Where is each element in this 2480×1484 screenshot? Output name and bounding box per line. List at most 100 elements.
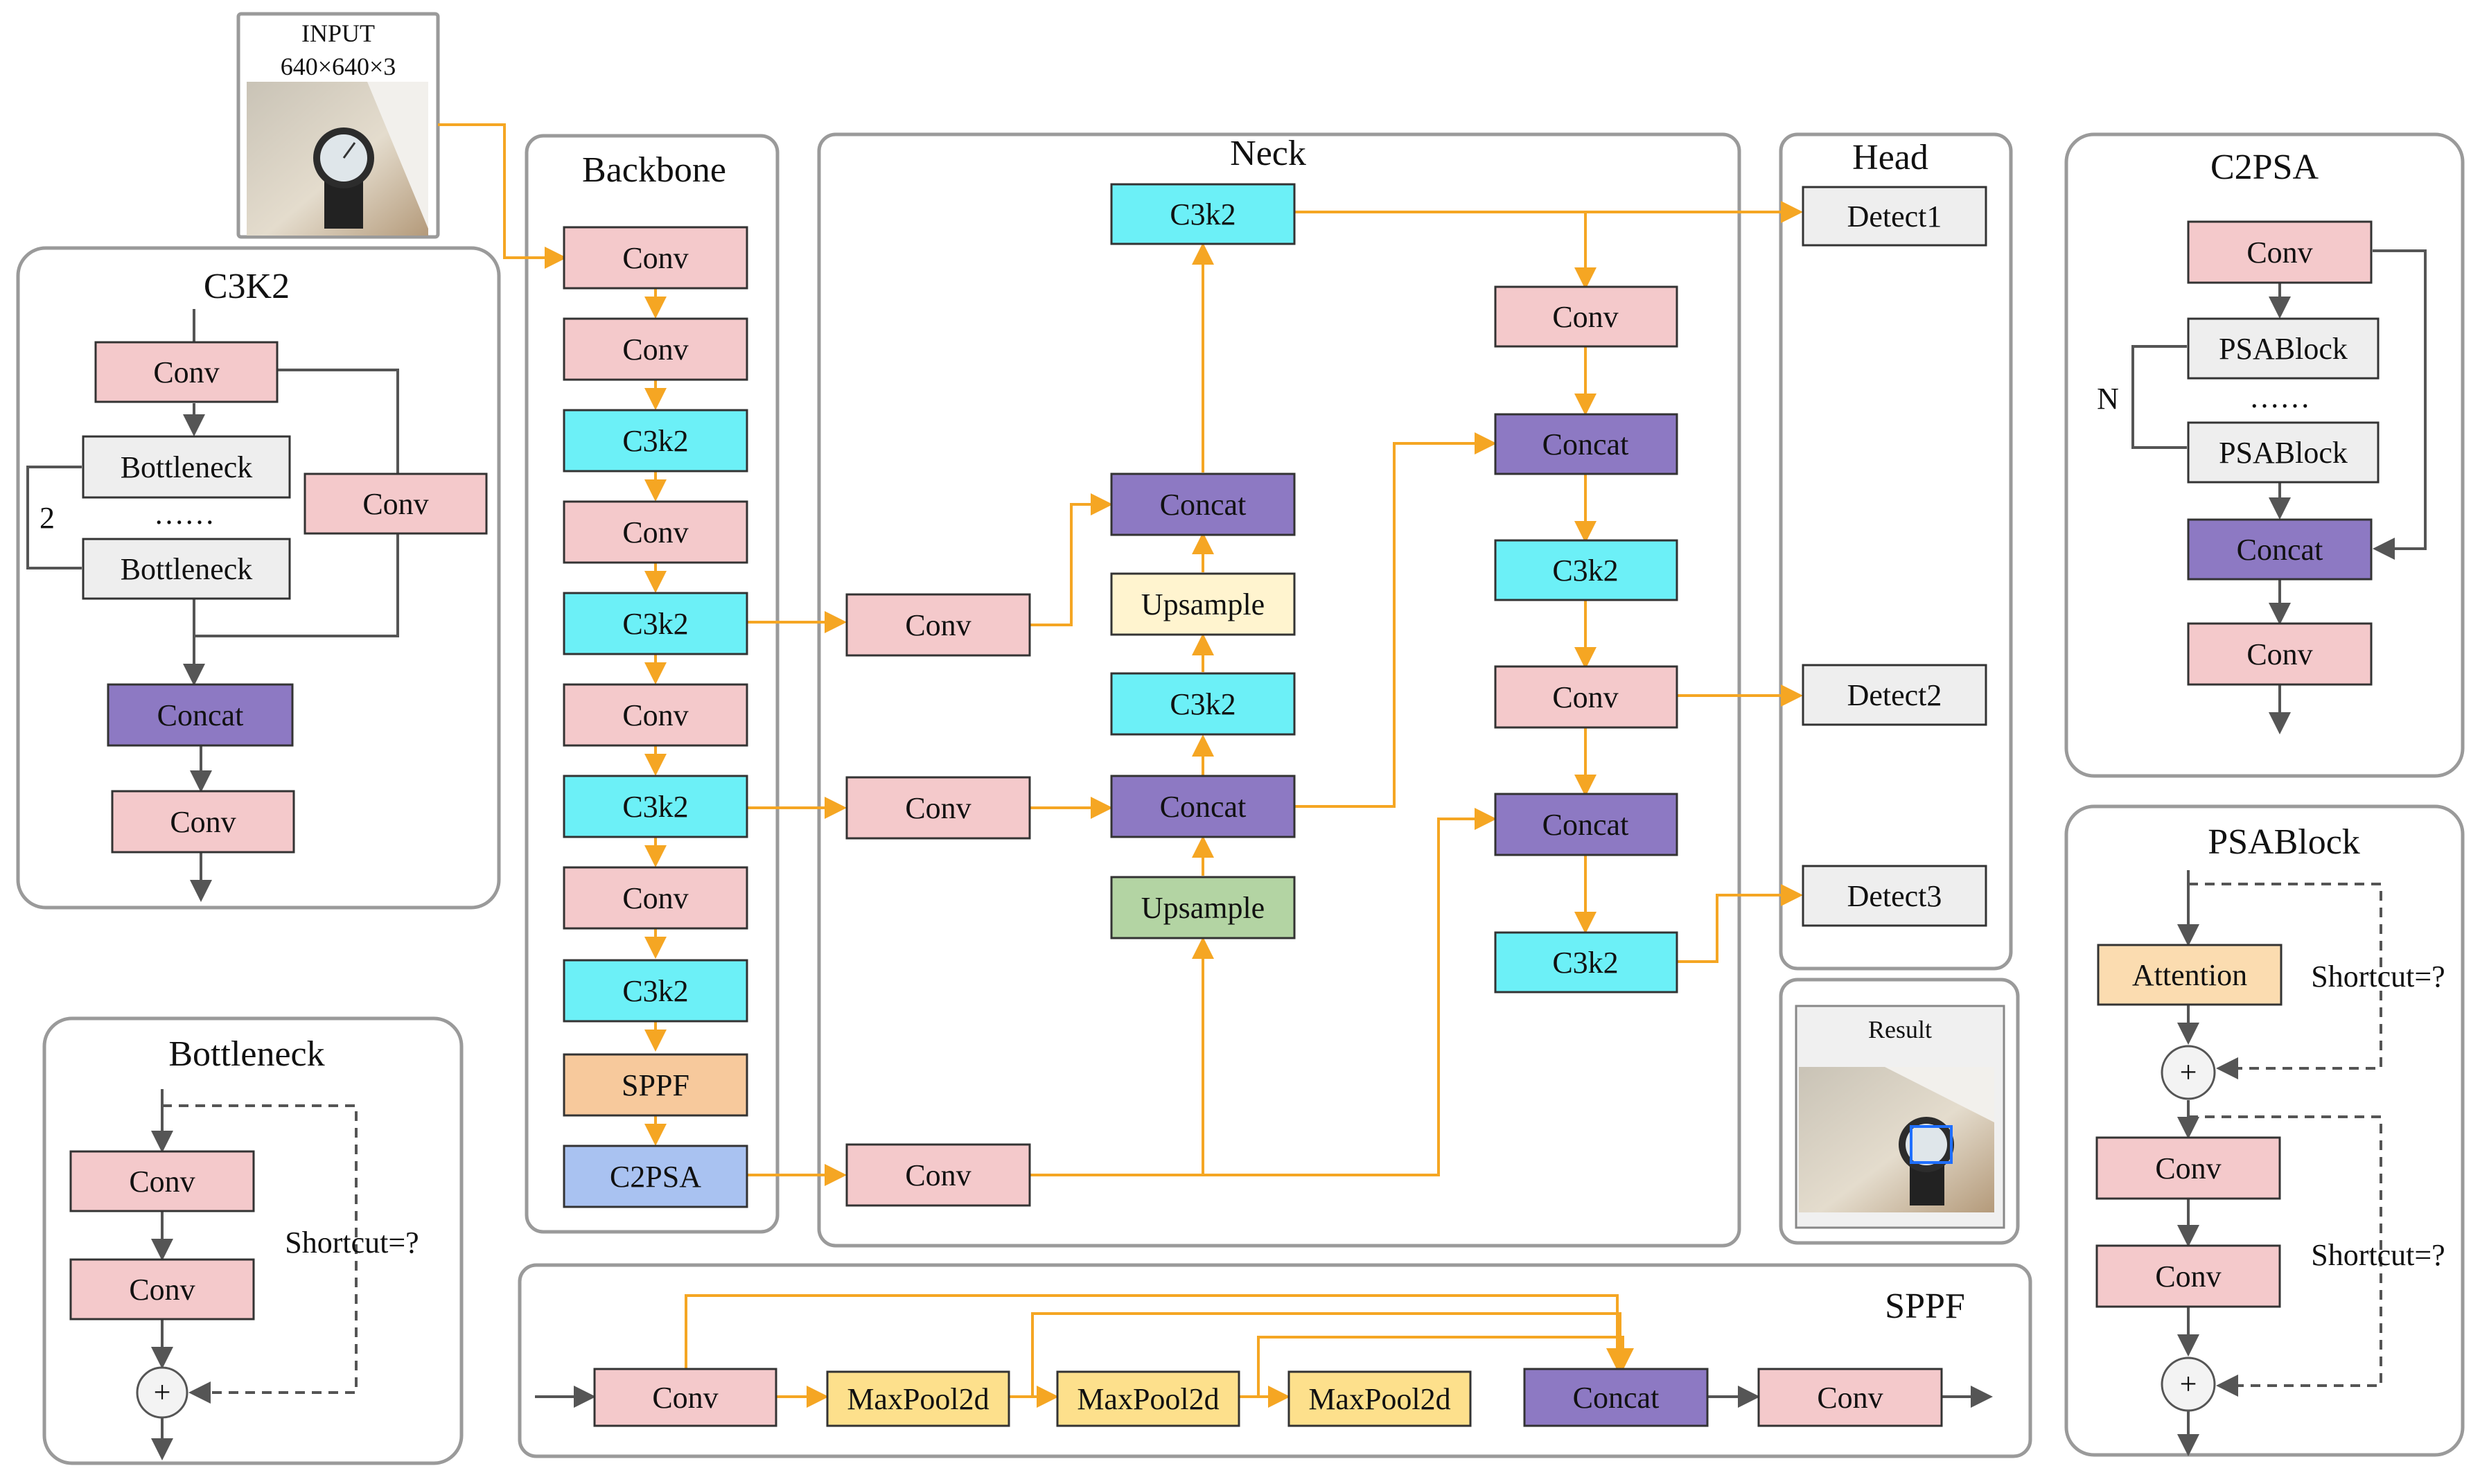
c2psa-concat bbox=[2187, 518, 2373, 581]
c2psa-concat-label: Concat bbox=[2237, 533, 2323, 567]
backbone-c3k2-3 bbox=[563, 775, 748, 838]
bottleneck-shortcut-label: Shortcut=? bbox=[285, 1226, 419, 1260]
psablock-panel bbox=[2064, 804, 2465, 1457]
backbone-label-4: Conv bbox=[622, 515, 688, 549]
c2psa-psablock-2 bbox=[2187, 421, 2380, 484]
sppf-concat-label: Concat bbox=[1573, 1381, 1660, 1415]
backbone-label-2: Conv bbox=[622, 333, 688, 366]
c2psa-dots: …… bbox=[2249, 380, 2310, 414]
c2psa-module: Conv PSABlock …… PSABlock N Concat Conv bbox=[2097, 220, 2380, 686]
detect1-label: Detect1 bbox=[1847, 200, 1942, 233]
backbone-label-10: SPPF bbox=[622, 1068, 689, 1102]
bottleneck-module: Conv Conv + Shortcut=? bbox=[69, 1150, 419, 1419]
bottleneck-add-node bbox=[136, 1366, 188, 1419]
psablock-module: Attention Shortcut=? + Conv Shortcut=? C… bbox=[2095, 944, 2445, 1412]
psablock-shortcut-2-label: Shortcut=? bbox=[2311, 1238, 2445, 1272]
backbone-c3k2-4 bbox=[563, 959, 748, 1023]
backbone-title: Backbone bbox=[582, 150, 726, 190]
sppf-conv-out bbox=[1757, 1368, 1943, 1427]
sppf-title: SPPF bbox=[1885, 1287, 1965, 1326]
result-image bbox=[1799, 1067, 1994, 1212]
input-title: INPUT bbox=[301, 19, 375, 47]
c3k2-conv-side bbox=[304, 472, 488, 535]
c2psa-conv-out bbox=[2187, 622, 2373, 686]
neck-concat-2-label: Concat bbox=[1542, 808, 1629, 842]
neck-conv-c bbox=[845, 1143, 1031, 1207]
psablock-attention bbox=[2097, 944, 2283, 1006]
neck-concat-mid-label: Concat bbox=[1160, 790, 1247, 824]
backbone-c3k2-1 bbox=[563, 409, 748, 472]
bottleneck-conv-1 bbox=[69, 1150, 255, 1212]
psablock-conv-1-label: Conv bbox=[2155, 1151, 2221, 1185]
detect3-label: Detect3 bbox=[1847, 879, 1942, 913]
psablock-shortcut-1-label: Shortcut=? bbox=[2311, 960, 2445, 993]
backbone-label-5: C3k2 bbox=[622, 607, 688, 641]
c3k2-bottleneck-2-label: Bottleneck bbox=[121, 552, 253, 586]
detect3-box bbox=[1802, 865, 1987, 927]
neck-upsample-top-label: Upsample bbox=[1141, 588, 1265, 621]
neck-c3k2-1 bbox=[1494, 539, 1678, 601]
c2psa-psablock-2-label: PSABlock bbox=[2219, 436, 2348, 470]
c3k2-repeat-count: 2 bbox=[39, 501, 55, 535]
backbone-conv-2 bbox=[563, 317, 748, 381]
bottleneck-title: Bottleneck bbox=[168, 1034, 324, 1074]
neck-top-c3k2-label: C3k2 bbox=[1170, 197, 1235, 231]
neck-c3k2-2 bbox=[1494, 931, 1678, 993]
psablock-conv-1 bbox=[2095, 1136, 2281, 1200]
c2psa-psablock-1 bbox=[2187, 317, 2380, 380]
psablock-conv-2 bbox=[2095, 1244, 2281, 1308]
bottleneck-plus-label: + bbox=[154, 1375, 171, 1409]
detect1-box bbox=[1802, 186, 1987, 247]
flow-arrows bbox=[438, 123, 1803, 1408]
neck-upsample-bottom-label: Upsample bbox=[1141, 891, 1265, 925]
backbone-c2psa bbox=[563, 1145, 748, 1208]
bottleneck-conv-2-label: Conv bbox=[129, 1273, 195, 1307]
sppf-conv-in bbox=[593, 1368, 777, 1427]
sppf-maxpool-1-label: MaxPool2d bbox=[847, 1382, 989, 1416]
c3k2-conv-top bbox=[94, 341, 279, 403]
backbone-label-1: Conv bbox=[622, 241, 688, 275]
head-title: Head bbox=[1852, 138, 1928, 177]
neck-concat-1 bbox=[1494, 413, 1678, 475]
sppf-maxpool-3 bbox=[1287, 1370, 1472, 1427]
backbone-label-7: C3k2 bbox=[622, 790, 688, 824]
bottleneck-conv-2 bbox=[69, 1258, 255, 1320]
sppf-conv-out-label: Conv bbox=[1817, 1381, 1883, 1415]
c3k2-bottleneck-1 bbox=[82, 435, 291, 499]
head-panel bbox=[1779, 132, 2013, 971]
neck-conv-1 bbox=[1494, 285, 1678, 348]
psablock-add-node-2 bbox=[2161, 1357, 2216, 1412]
neck-upsample-top bbox=[1110, 572, 1296, 636]
c3k2-bottleneck-1-label: Bottleneck bbox=[121, 450, 253, 484]
result-title: Result bbox=[1868, 1016, 1932, 1043]
neck-concat-1-label: Concat bbox=[1542, 427, 1629, 461]
backbone-label-8: Conv bbox=[622, 881, 688, 915]
sppf-maxpool-1 bbox=[826, 1370, 1010, 1427]
neck-top-c3k2 bbox=[1110, 183, 1296, 245]
head-blocks: Detect1 Detect2 Detect3 bbox=[1802, 186, 1987, 927]
sppf-conv-in-label: Conv bbox=[652, 1381, 718, 1415]
c2psa-conv-top-label: Conv bbox=[2246, 236, 2312, 270]
backbone-conv-1 bbox=[563, 226, 748, 290]
neck-conv-c-label: Conv bbox=[905, 1158, 971, 1192]
neck-title: Neck bbox=[1230, 134, 1306, 173]
neck-concat-top-label: Concat bbox=[1160, 488, 1247, 522]
c3k2-conv-out-label: Conv bbox=[170, 805, 236, 839]
backbone-label-9: C3k2 bbox=[622, 974, 688, 1008]
c3k2-title: C3K2 bbox=[204, 267, 290, 306]
c3k2-conv-out bbox=[111, 790, 295, 854]
neck-blocks: Conv Conv Conv C3k2 Concat Upsample C3k2… bbox=[845, 183, 1678, 1207]
neck-concat-2 bbox=[1494, 793, 1678, 856]
sppf-concat bbox=[1523, 1368, 1709, 1427]
neck-conv-1-label: Conv bbox=[1552, 300, 1618, 334]
c3k2-conv-side-label: Conv bbox=[362, 487, 428, 521]
c2psa-title: C2PSA bbox=[2210, 148, 2319, 187]
module-arrows bbox=[26, 249, 2427, 1460]
sppf-panel bbox=[518, 1263, 2032, 1458]
neck-mid-c3k2-label: C3k2 bbox=[1170, 687, 1235, 721]
neck-conv-a bbox=[845, 593, 1031, 657]
backbone-c3k2-2 bbox=[563, 592, 748, 655]
c3k2-concat bbox=[107, 683, 294, 747]
backbone-sppf bbox=[563, 1053, 748, 1117]
